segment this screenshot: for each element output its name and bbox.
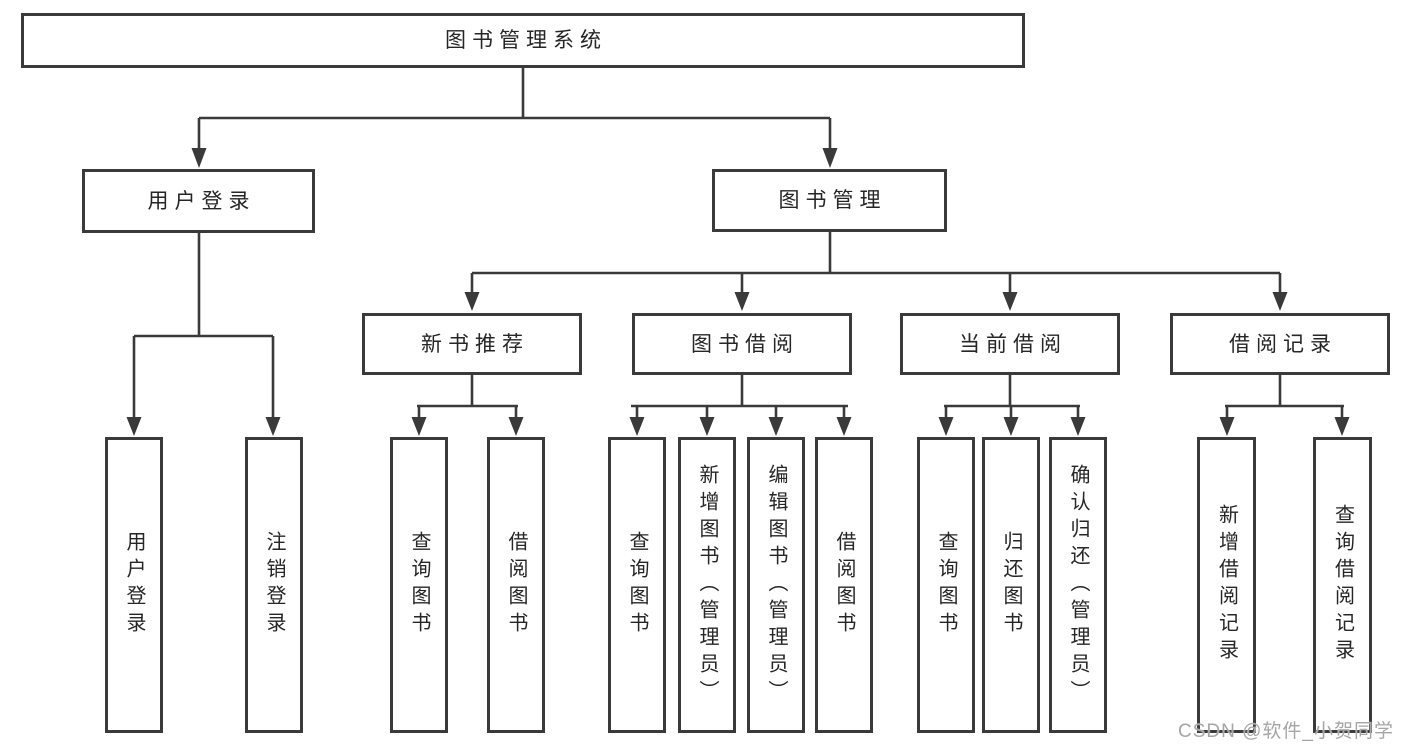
leaf-add-borrow-record: 新增借阅记录 [1197, 437, 1256, 733]
node-current-borrowing: 当前借阅 [900, 313, 1120, 375]
leaf-add-books-admin: 新增图书（管理员） [678, 437, 736, 733]
csdn-watermark: CSDN @软件_小贺同学 [1178, 721, 1394, 742]
leaf-logout: 注销登录 [245, 437, 303, 733]
leaf-search-books: 查询图书 [608, 437, 666, 733]
leaf-return-books: 归还图书 [982, 437, 1040, 733]
leaf-borrow-books: 借阅图书 [487, 437, 545, 733]
node-borrowing-records: 借阅记录 [1170, 313, 1390, 375]
node-library-management-system: 图书管理系统 [21, 13, 1025, 68]
leaf-search-books: 查询图书 [917, 437, 975, 733]
leaf-user-login: 用户登录 [105, 437, 163, 733]
leaf-search-borrow-record: 查询借阅记录 [1313, 437, 1372, 733]
leaf-borrow-books: 借阅图书 [815, 437, 873, 733]
node-new-book-recommendation: 新书推荐 [362, 313, 582, 375]
leaf-search-books: 查询图书 [390, 437, 448, 733]
node-book-borrowing: 图书借阅 [632, 313, 852, 375]
node-user-login: 用户登录 [82, 169, 315, 233]
leaf-edit-books-admin: 编辑图书（管理员） [747, 437, 805, 733]
leaf-confirm-return-admin: 确认归还（管理员） [1049, 437, 1107, 733]
node-book-management: 图书管理 [712, 169, 947, 232]
